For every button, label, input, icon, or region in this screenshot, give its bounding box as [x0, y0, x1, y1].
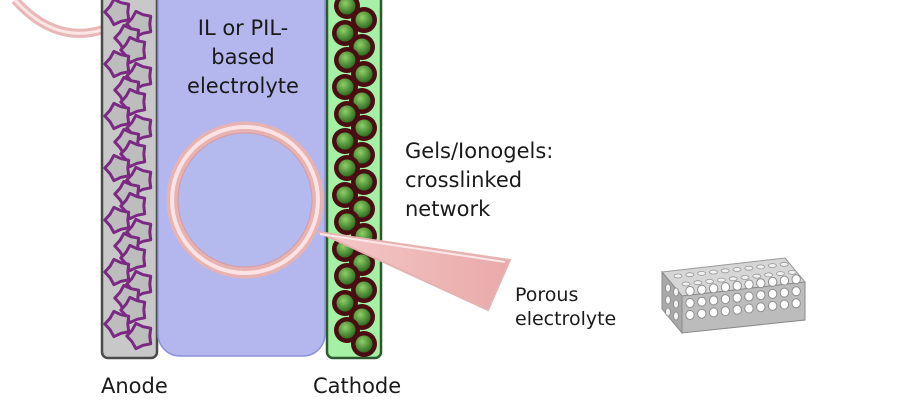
gels-label-line-3: network — [405, 197, 491, 221]
magnifier-circle — [166, 121, 324, 279]
anode-particle — [103, 205, 131, 235]
cathode-particle — [351, 115, 377, 141]
gels-label: Gels/Ionogels: crosslinked network — [405, 137, 553, 224]
cathode-particle — [351, 169, 377, 195]
anode-particle — [103, 153, 131, 183]
electrolyte-label-line-1: IL or PIL- — [197, 16, 289, 40]
electrolyte-label: IL or PIL- based electrolyte — [168, 14, 318, 101]
porous-label-line-2: electrolyte — [515, 308, 617, 330]
cathode-particle — [351, 61, 377, 87]
anode-particle — [103, 101, 131, 131]
anode-particle — [103, 49, 131, 79]
cathode-label: Cathode — [313, 374, 402, 398]
gels-label-line-1: Gels/Ionogels: — [405, 139, 554, 163]
anode-particle — [103, 309, 131, 339]
anode-particle — [103, 0, 131, 27]
porous-electrolyte-block — [661, 257, 806, 335]
cathode-particle — [351, 277, 377, 303]
electrolyte-label-line-3: electrolyte — [187, 74, 299, 98]
porous-label-line-1: Porous — [515, 284, 579, 306]
cathode-particle — [351, 331, 377, 357]
anode-label: Anode — [101, 374, 168, 398]
anode-particles — [103, 0, 153, 351]
anode-particle — [103, 257, 131, 287]
electrolyte-label-line-2: based — [211, 45, 275, 69]
anode-particle — [125, 321, 153, 351]
cathode-particle — [351, 7, 377, 33]
porous-label: Porous electrolyte — [515, 283, 616, 331]
magnifier-cone — [317, 231, 512, 312]
gels-label-line-2: crosslinked — [405, 168, 523, 192]
